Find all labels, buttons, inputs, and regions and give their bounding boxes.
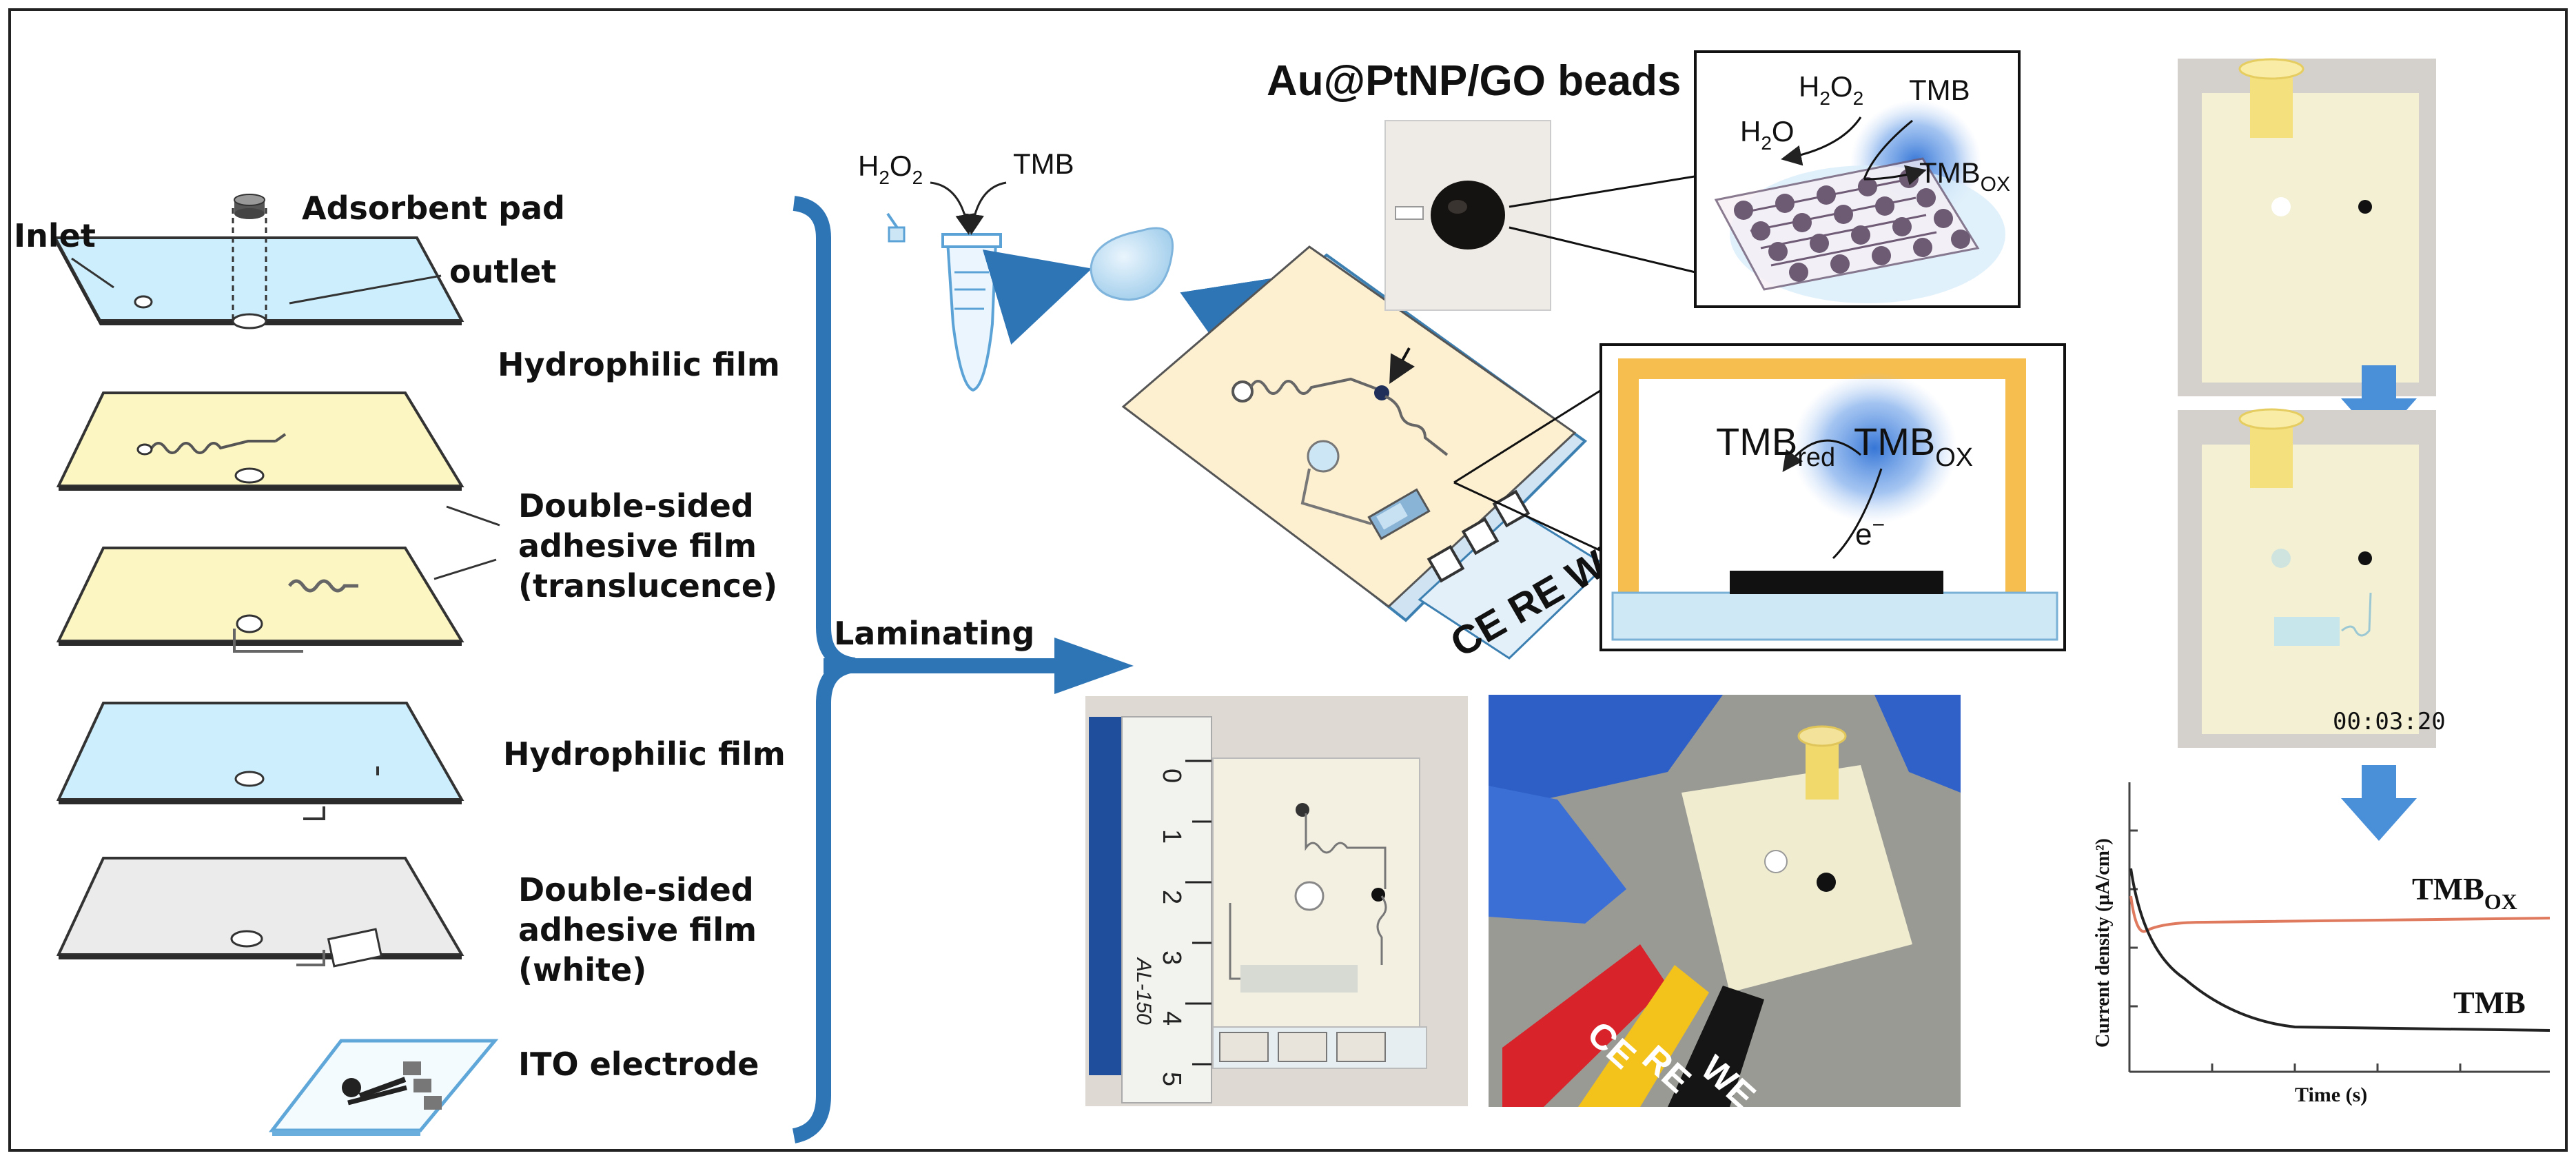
ruler-tick: 2 <box>1157 890 1186 904</box>
working-electrode-bar <box>1730 571 1943 594</box>
timelapse-photo-before <box>2178 58 2436 396</box>
reagent-h2o2: H <box>858 150 879 182</box>
label-dsa-translucent-1: Double-sided <box>518 487 754 525</box>
label-adsorbent-pad: Adsorbent pad <box>302 190 565 227</box>
svg-text:TMBOX: TMBOX <box>1919 156 2010 196</box>
bead-dot <box>1371 888 1385 902</box>
label-inlet: Inlet <box>14 217 96 254</box>
label-hydrophilic-top: Hydrophilic film <box>498 346 780 383</box>
label-ito-electrode: ITO electrode <box>518 1046 759 1083</box>
bead-inset: H2O2 TMB H2O TMBOX <box>1694 50 2021 308</box>
electrode-inset: TMBred TMBOX e− <box>1599 343 2066 651</box>
down-arrow-2 <box>2341 765 2417 841</box>
current-density-chart: Time (s) Current density (μA/cm²) TMBOX … <box>2092 782 2551 1106</box>
hydrophilic-film-bottom <box>56 702 464 801</box>
chart-ylabel: Current density (μA/cm²) <box>2092 838 2114 1048</box>
label-dsa-translucent-2: adhesive film <box>518 527 757 564</box>
adsorbent-pad-icon <box>232 194 267 321</box>
chart-legend-tmbox: TMB <box>2412 871 2484 906</box>
ruler-tick: 4 <box>1157 1011 1186 1026</box>
device-drawing: CE RE WE <box>1121 245 1637 666</box>
bead-h2o2: H <box>1799 70 1819 103</box>
inlet-hole <box>134 295 153 309</box>
chart-legend-tmb: TMB <box>2453 985 2526 1020</box>
ruler-brand: AL-150 <box>1132 957 1155 1025</box>
label-dsa-translucent-3: (translucence) <box>518 567 777 604</box>
ruler-tick: 0 <box>1157 769 1186 783</box>
label-dsa-white-3: (white) <box>518 951 646 988</box>
hydrophilic-film-top <box>52 236 464 322</box>
svg-text:TMBOX: TMBOX <box>2412 871 2517 914</box>
figure-border <box>8 8 2568 1152</box>
ruler-tick: 5 <box>1157 1072 1186 1086</box>
tmb-ox-label: TMB <box>1854 420 1935 463</box>
bead-tmbox: TMB <box>1919 156 1981 189</box>
tube-icon <box>886 212 1002 392</box>
svg-text:e−: e− <box>1855 512 1885 551</box>
timelapse-photo-after: 00:03:20 <box>2178 408 2446 748</box>
label-dsa-white-1: Double-sided <box>518 871 754 908</box>
svg-text:TMBOX: TMBOX <box>1854 420 1973 472</box>
laminating-arrow <box>824 638 1134 694</box>
chart-xlabel: Time (s) <box>2295 1083 2367 1106</box>
ruler-tick: 3 <box>1157 950 1186 965</box>
bead-h2o: H <box>1740 115 1761 147</box>
label-dsa-white-2: adhesive film <box>518 911 757 948</box>
hand-photo <box>1489 695 1961 1107</box>
svg-text:H2O2: H2O2 <box>858 150 923 188</box>
ruler-tick: 1 <box>1157 829 1186 844</box>
bead-tmb: TMB <box>1909 74 1970 106</box>
svg-text:H2O: H2O <box>1740 115 1795 154</box>
electron-label: e <box>1855 518 1872 551</box>
down-arrow-1 <box>2341 365 2417 441</box>
chart-series-tmb <box>2129 868 2551 1032</box>
bead-photo <box>1384 120 1551 311</box>
nanoparticles <box>1734 169 1970 282</box>
reagent-tmb: TMB <box>1013 147 1074 180</box>
tmb-red-label: TMB <box>1716 420 1797 463</box>
beads-title: Au@PtNP/GO beads <box>1267 57 1681 105</box>
label-hydrophilic-bottom: Hydrophilic film <box>503 735 786 773</box>
ruler-photo: 0 1 2 3 4 5 AL-150 <box>1085 696 1468 1106</box>
video-timestamp: 00:03:20 <box>2333 708 2446 735</box>
svg-text:TMBred: TMBred <box>1716 420 1835 472</box>
device-top-layer <box>1121 245 1577 608</box>
svg-text:H2O2: H2O2 <box>1799 70 1863 109</box>
label-outlet: outlet <box>449 253 556 290</box>
outlet-hole <box>232 313 267 329</box>
droplet-icon <box>1090 227 1174 301</box>
label-laminating: Laminating <box>834 615 1034 652</box>
layer-stack <box>52 194 500 1136</box>
